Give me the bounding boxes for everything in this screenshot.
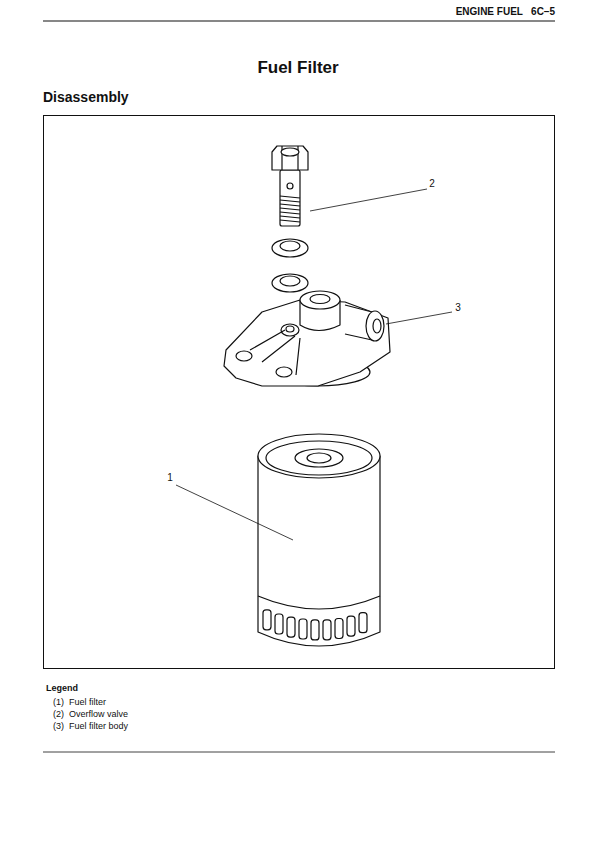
header-rule <box>43 20 555 21</box>
thread-stroke <box>280 208 300 210</box>
footer-rule <box>43 752 555 753</box>
canister-fin <box>263 610 271 630</box>
canister-fin <box>299 619 307 639</box>
thread-stroke <box>280 204 300 206</box>
overflow-valve <box>272 146 308 226</box>
thread-stroke <box>280 220 300 222</box>
thread-stroke <box>280 212 300 214</box>
fuel-filter-canister <box>258 434 380 646</box>
thread-stroke <box>280 216 300 218</box>
callout-number: 3 <box>455 302 461 314</box>
gasket-washer <box>272 239 308 292</box>
figure-frame <box>44 116 555 669</box>
callout-number: 1 <box>167 472 173 484</box>
leader-lines <box>176 189 452 540</box>
canister-fin <box>359 613 367 633</box>
page-title: Fuel Filter <box>257 58 338 78</box>
canister-fin <box>347 616 355 636</box>
canister-fin <box>311 620 319 640</box>
thread-stroke <box>280 196 300 198</box>
section-heading: Disassembly <box>43 89 129 105</box>
canister-fin <box>335 619 343 639</box>
callout-number: 2 <box>429 178 435 190</box>
page-header: ENGINE FUEL 6C–5 <box>456 6 555 18</box>
legend-heading: Legend <box>46 683 78 693</box>
canister-fin <box>287 617 295 637</box>
canister-fin <box>275 614 283 634</box>
legend-item: (2) Overflow valve <box>53 709 128 719</box>
canister-fin <box>323 620 331 640</box>
fuel-filter-body <box>224 291 390 386</box>
legend-item: (3) Fuel filter body <box>53 721 128 731</box>
thread-stroke <box>280 200 300 202</box>
legend-item: (1) Fuel filter <box>53 697 106 707</box>
